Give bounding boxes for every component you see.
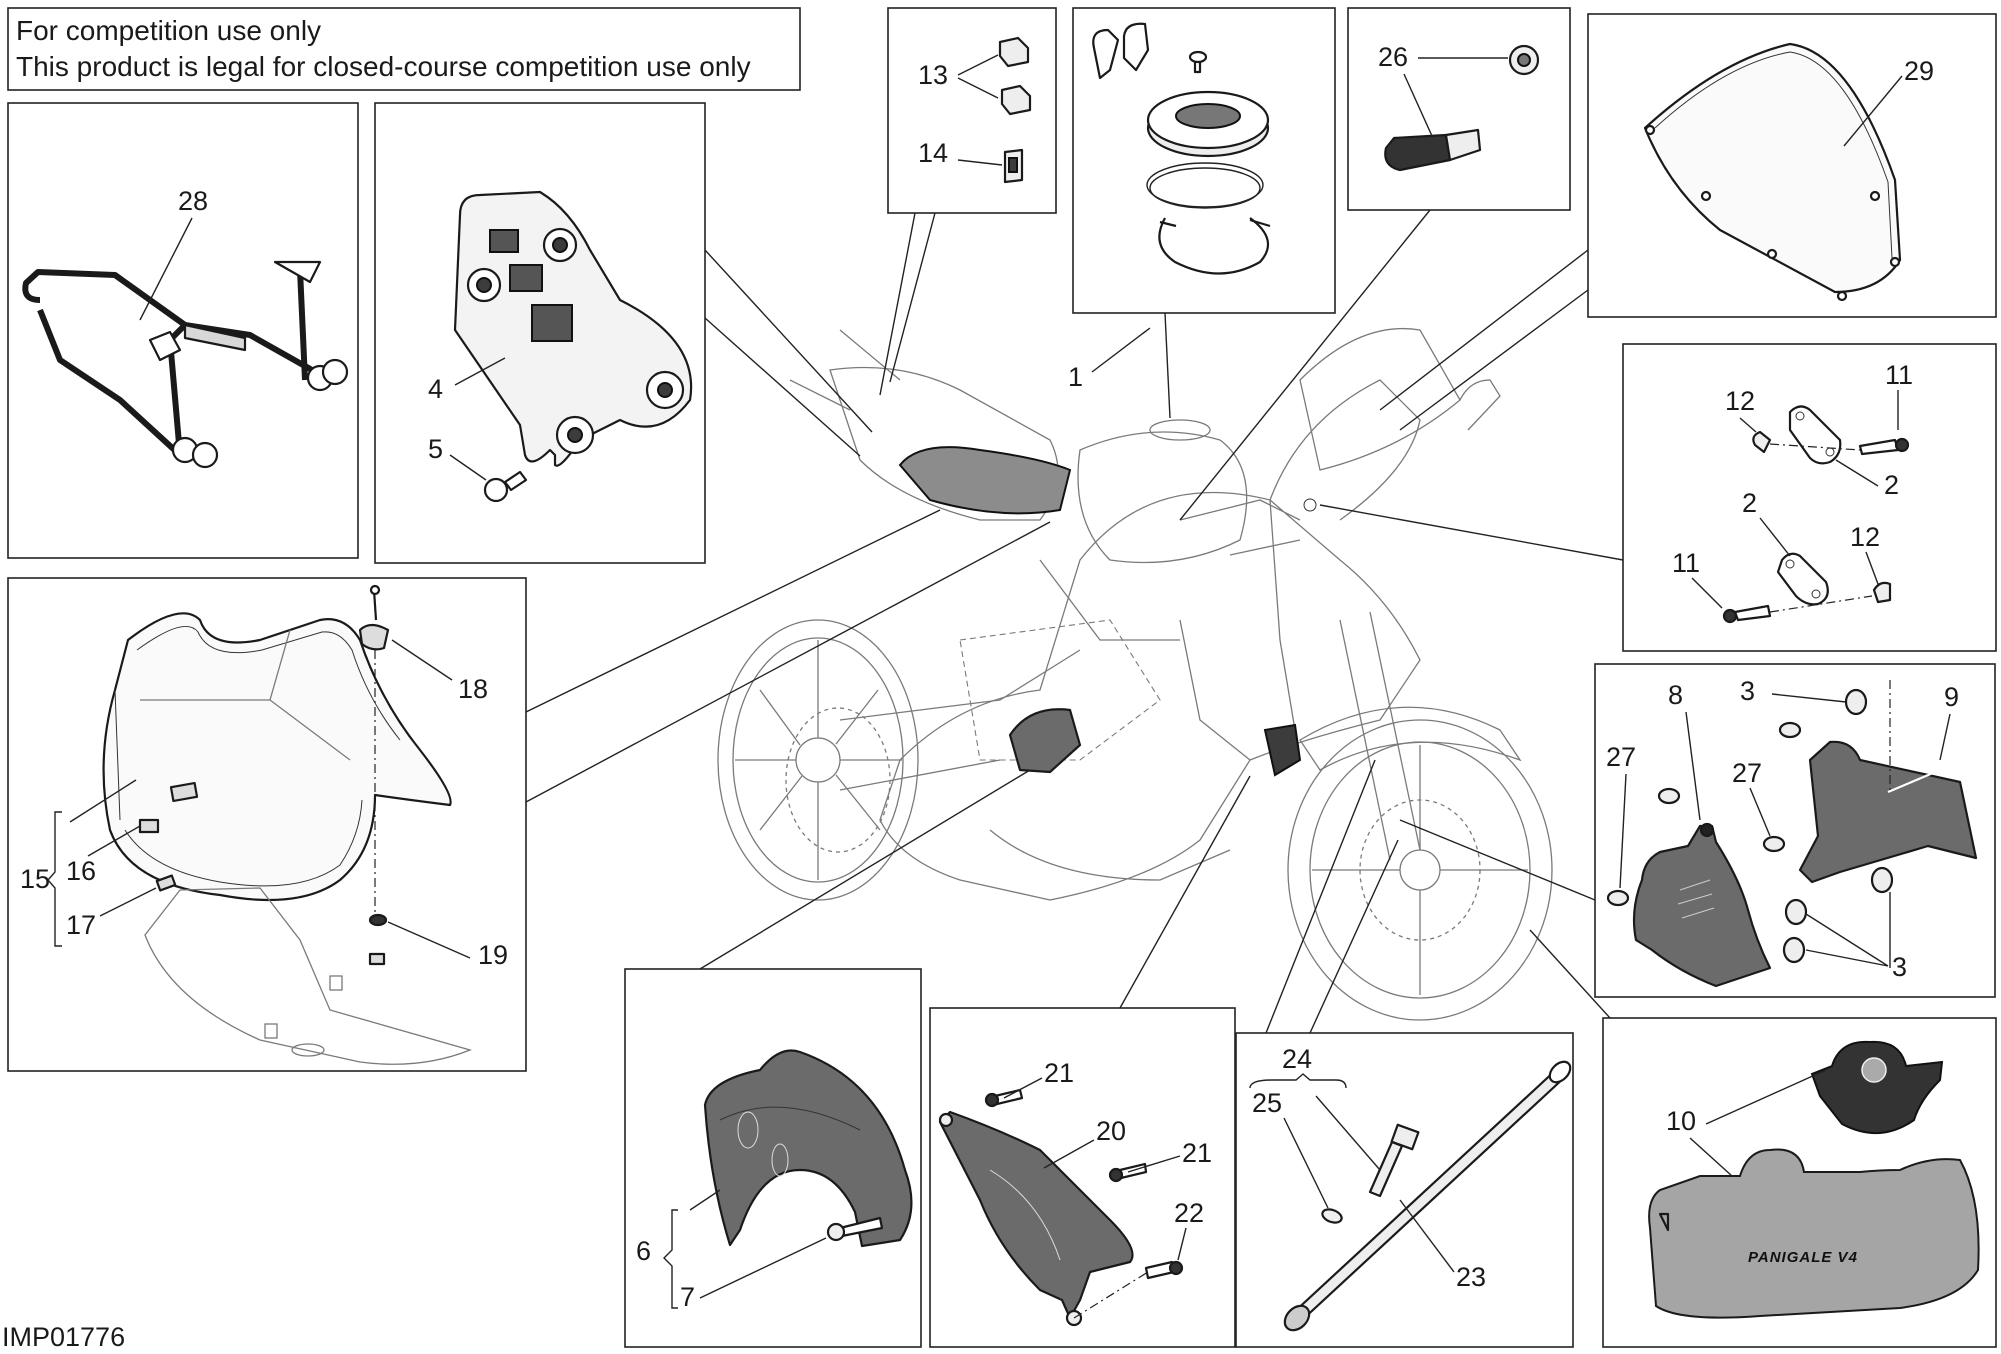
callout-22: 22: [1174, 1198, 1204, 1228]
box-bar-end: 26: [1347, 7, 1571, 211]
callout-8: 8: [1668, 680, 1683, 710]
box-seat-bracket: 4 5: [374, 102, 706, 564]
callout-26: 26: [1378, 42, 1408, 72]
callout-3c: 3: [1892, 952, 1907, 982]
box-seat: 18 19 15 16 17: [7, 577, 527, 1072]
callout-15: 15: [20, 864, 50, 894]
callout-24: 24: [1282, 1044, 1312, 1074]
box-rear-stand: 28: [7, 102, 359, 559]
callout-6: 6: [636, 1236, 651, 1266]
screw-5: [483, 470, 528, 503]
notice-line-2: This product is legal for closed-course …: [16, 51, 751, 82]
box-alternator-cover: 6 7: [624, 968, 922, 1348]
kit-logo-text: PANIGALE V4: [1748, 1249, 1858, 1266]
callout-18: 18: [458, 674, 488, 704]
motorcycle-outline: [717, 327, 1553, 1021]
box-mirror-plates: 11 12 2 2 12 11: [1622, 343, 1997, 652]
callout-10: 10: [1666, 1106, 1696, 1136]
callout-11a: 11: [1885, 360, 1913, 390]
callout-28: 28: [178, 186, 208, 216]
callout-12b: 12: [1850, 522, 1880, 552]
notice-line-1: For competition use only: [16, 15, 321, 46]
callout-27a: 27: [1606, 742, 1636, 772]
callout-3a: 3: [1740, 676, 1755, 706]
callout-1: 1: [1068, 362, 1083, 392]
callout-20: 20: [1096, 1116, 1126, 1146]
callout-2a: 2: [1884, 470, 1899, 500]
box-kit-cover: PANIGALE V4 10: [1602, 1017, 1997, 1348]
leader-lines: 1: [525, 209, 1624, 1034]
box-clutch-cover: 21 20 21 22: [929, 1007, 1236, 1348]
callout-21a: 21: [1044, 1058, 1074, 1088]
competition-notice: For competition use only This product is…: [7, 7, 801, 91]
callout-12a: 12: [1725, 386, 1755, 416]
rear-stand-part: [22, 260, 349, 469]
callout-27b: 27: [1732, 758, 1762, 788]
callout-5: 5: [428, 434, 443, 464]
drawing-code: IMP01776: [2, 1322, 125, 1352]
callout-9: 9: [1944, 682, 1959, 712]
callout-11b: 11: [1672, 548, 1700, 578]
callout-13: 13: [918, 60, 948, 90]
callout-2b: 2: [1742, 488, 1757, 518]
box-fuel-cap: [1072, 7, 1336, 314]
screw-18: [358, 584, 390, 651]
callout-14: 14: [918, 138, 948, 168]
callout-29: 29: [1904, 56, 1934, 86]
callout-16: 16: [66, 856, 96, 886]
callout-19: 19: [478, 940, 508, 970]
box-sprocket-covers: 3 8 9 27 27 3 3: [1594, 663, 1996, 998]
callout-21b: 21: [1182, 1138, 1212, 1168]
callout-17: 17: [66, 910, 96, 940]
callout-7: 7: [680, 1282, 695, 1312]
box-connectors: 13 14: [887, 7, 1057, 214]
callout-23: 23: [1456, 1262, 1486, 1292]
box-windscreen: 29: [1587, 13, 1997, 318]
callout-25: 25: [1252, 1088, 1282, 1118]
box-axle: 24 25 23: [1235, 1032, 1574, 1348]
callout-4: 4: [428, 374, 443, 404]
seat-bracket-part: [453, 190, 693, 467]
